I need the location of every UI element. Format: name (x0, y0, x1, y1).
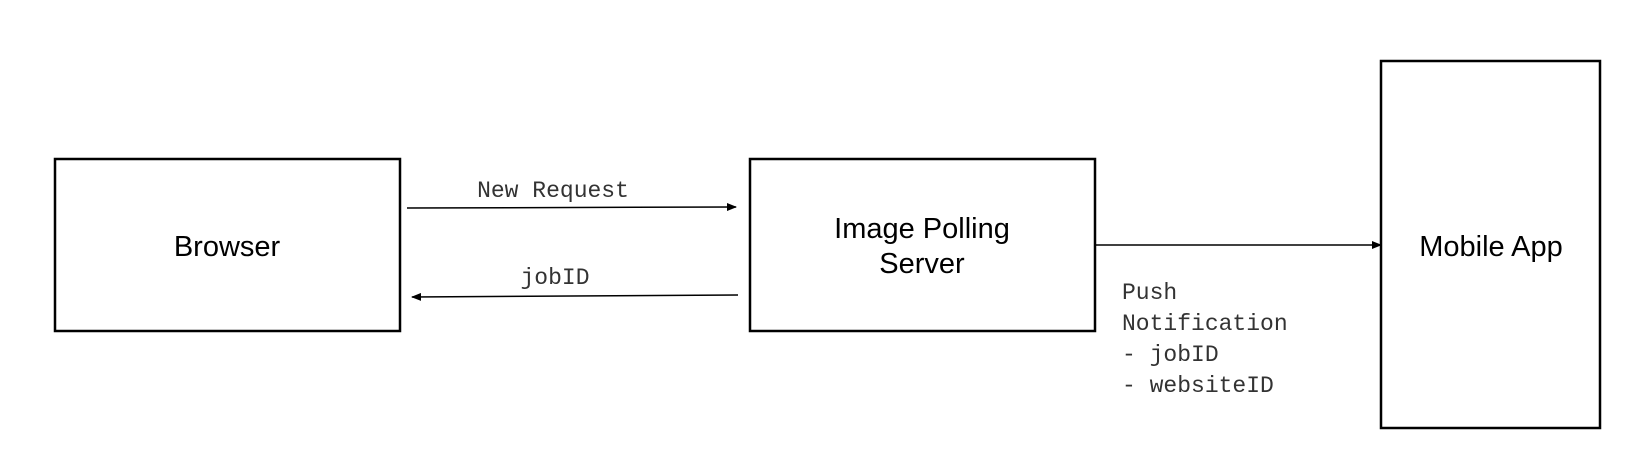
job-id-edge: jobID (411, 265, 739, 301)
server-label-line1: Image Polling (834, 213, 1010, 245)
mobile-app-node: Mobile App (1379, 59, 1602, 430)
server-node: Image Polling Server (748, 157, 1097, 333)
server-box (748, 157, 1097, 333)
push-label-line4: - websiteID (1122, 373, 1274, 399)
new-request-arrow (406, 203, 737, 212)
push-notification-edge: Push Notification - jobID - websiteID (1095, 241, 1382, 399)
browser-box (53, 157, 402, 333)
push-label-line1: Push (1122, 280, 1177, 306)
mobile-app-label: Mobile App (1419, 231, 1563, 263)
push-label-line3: - jobID (1122, 342, 1219, 368)
browser-node: Browser (53, 157, 402, 333)
new-request-label: New Request (477, 178, 629, 204)
push-label-line2: Notification (1122, 311, 1288, 337)
new-request-edge: New Request (406, 178, 737, 212)
job-id-arrow (411, 292, 739, 301)
job-id-label: jobID (520, 265, 589, 291)
browser-label: Browser (174, 231, 281, 263)
server-label-line2: Server (879, 248, 965, 280)
